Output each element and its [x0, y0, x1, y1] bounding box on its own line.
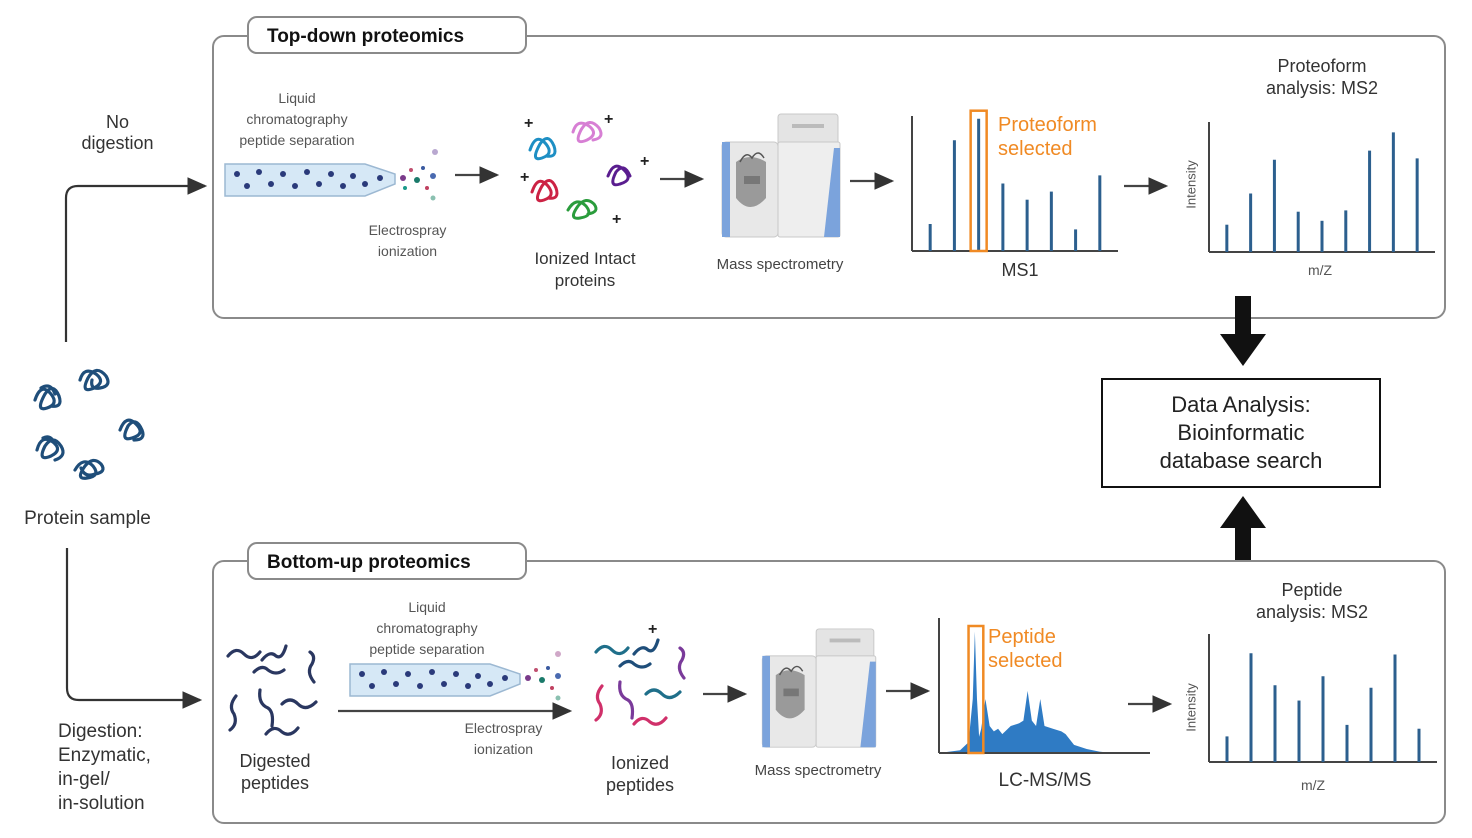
bu-lc-label: Liquid chromatography peptide separation — [369, 599, 485, 657]
lcms-label: LC-MS/MS — [998, 770, 1092, 791]
td-ms-label: Mass spectrometry — [716, 256, 844, 273]
bu-arrow-4 — [1128, 695, 1173, 713]
bu-esi-label: Electrospray ionization — [464, 720, 543, 757]
td-lc-label: Liquid chromatography peptide separation — [239, 90, 355, 148]
top-down-title: Top-down proteomics — [247, 16, 527, 54]
td-ms2-xlabel: m/Z — [1307, 262, 1333, 278]
ionized-peptides-label: Ionized peptides — [605, 753, 675, 795]
bu-lc-column-icon — [349, 651, 561, 701]
no-digestion-label: No digestion — [81, 112, 154, 153]
up-arrow-icon — [1220, 496, 1266, 562]
td-ms2-title: Proteoform analysis: MS2 — [1265, 56, 1379, 98]
svg-text:+: + — [648, 621, 657, 638]
td-lc-column-icon — [224, 149, 438, 201]
bu-ms2-ylabel: Intensity — [1183, 683, 1199, 732]
digestion-label: Digestion: Enzymatic, in-gel/ in-solutio… — [58, 721, 151, 814]
td-arrow-1 — [455, 166, 500, 184]
bu-arrow-2 — [703, 685, 748, 703]
svg-text:+: + — [524, 115, 533, 132]
lcms-selected-annotation: Peptide selected — [988, 626, 1063, 672]
digested-peptides-icon — [226, 644, 318, 736]
bu-ms-label: Mass spectrometry — [754, 762, 882, 779]
ionized-peptides-icon: + — [594, 621, 686, 726]
bottom-up-title: Bottom-up proteomics — [247, 542, 527, 580]
ms1-label: MS1 — [1001, 260, 1039, 280]
protein-sample-label: Protein sample — [24, 508, 151, 529]
down-arrow-icon — [1220, 296, 1266, 366]
td-arrow-4 — [1124, 177, 1169, 195]
lcms-chart — [938, 618, 1150, 755]
td-ions-label: Ionized Intact proteins — [534, 249, 636, 290]
bu-ms2-title: Peptide analysis: MS2 — [1255, 580, 1369, 622]
td-ms2-ylabel: Intensity — [1183, 160, 1199, 209]
svg-text:+: + — [604, 111, 613, 128]
ms1-chart — [911, 109, 1118, 253]
td-esi-label: Electrospray ionization — [368, 222, 447, 259]
bu-ms2-xlabel: m/Z — [1300, 777, 1326, 793]
digested-peptides-label: Digested peptides — [239, 751, 311, 793]
td-arrow-2 — [660, 170, 705, 188]
td-arrow-3 — [850, 172, 895, 190]
bottom-branch-arrow — [65, 548, 203, 709]
td-mass-spectrometer-icon — [721, 113, 841, 238]
protein-sample-icon — [33, 368, 145, 480]
chromatogram-area — [939, 631, 1150, 753]
svg-text:+: + — [612, 211, 621, 228]
selected-peak-highlight — [969, 109, 988, 253]
svg-text:+: + — [520, 169, 529, 186]
ms1-selected-annotation: Proteoform selected — [998, 114, 1097, 160]
top-branch-arrow — [64, 177, 208, 342]
data-analysis-box: Data Analysis: Bioinformatic database se… — [1101, 378, 1381, 488]
svg-text:+: + — [640, 153, 649, 170]
ionized-proteins-icon: + + + + + — [520, 111, 649, 228]
td-ms2-chart — [1208, 122, 1435, 253]
selected-peak-highlight — [967, 624, 985, 755]
bu-mass-spectrometer-icon — [761, 628, 877, 748]
bu-arrow-3 — [886, 682, 931, 700]
bu-arrow-1 — [338, 702, 573, 720]
bu-ms2-chart — [1208, 634, 1437, 763]
